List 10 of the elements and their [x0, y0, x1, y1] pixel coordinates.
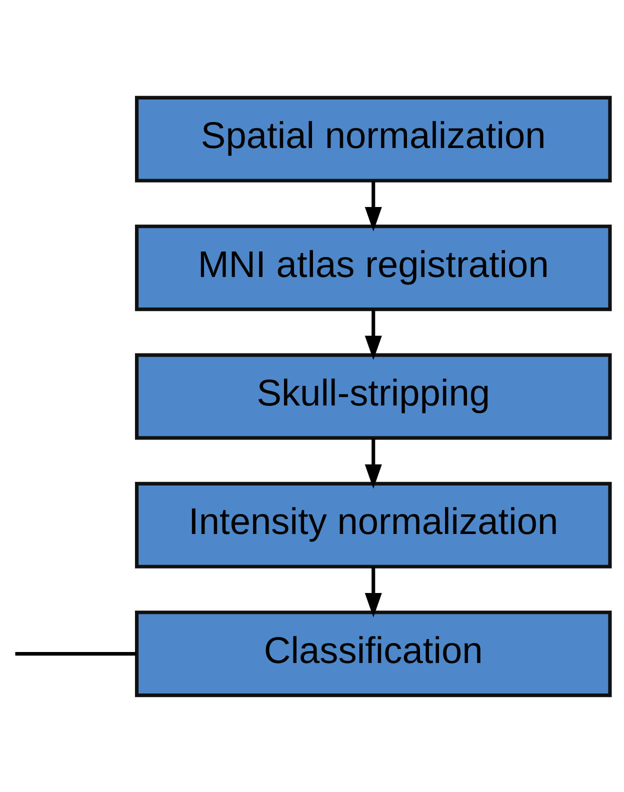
node-box: Classification: [134, 610, 612, 697]
arrow: [364, 566, 382, 617]
connector: [15, 652, 136, 656]
node-box: MNI atlas registration: [134, 224, 612, 311]
node-box: Skull-stripping: [134, 352, 612, 440]
arrow: [364, 180, 382, 231]
node-box: Intensity normalization: [134, 481, 612, 568]
arrow: [364, 309, 382, 360]
arrow: [364, 438, 382, 488]
node-box: Spatial normalization: [134, 95, 612, 182]
